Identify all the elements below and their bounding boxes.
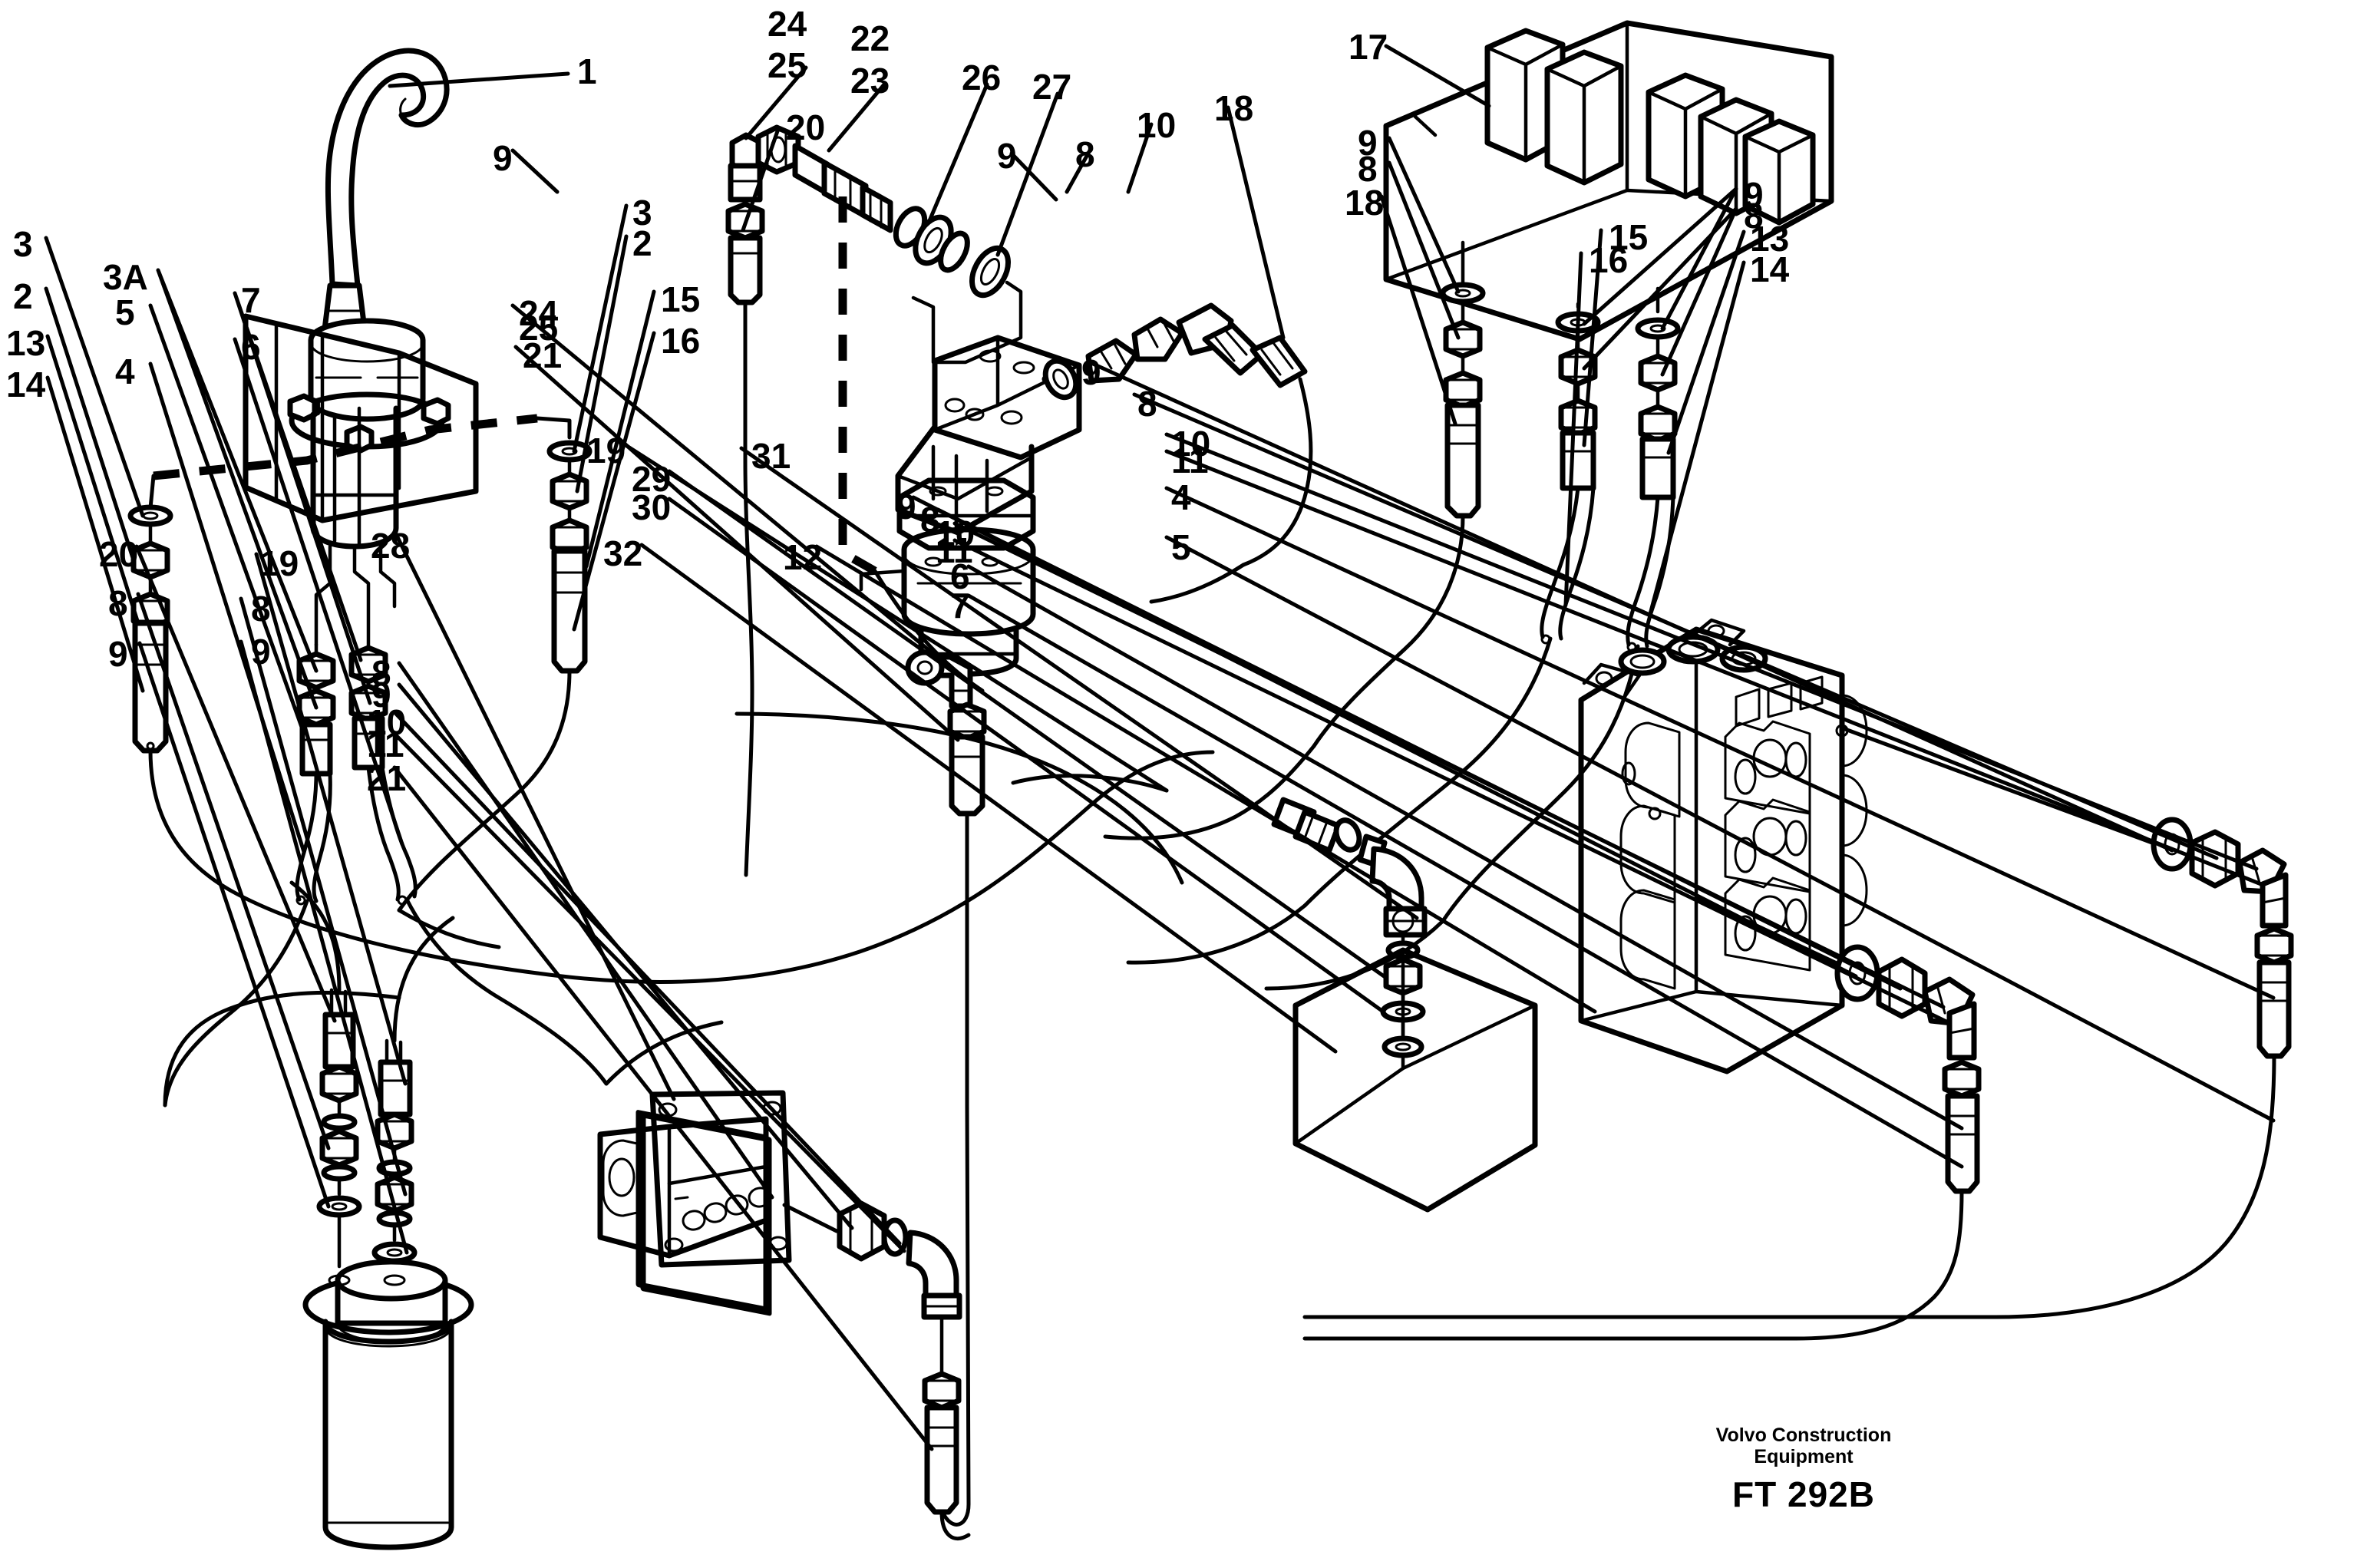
callout-8-filter-left: 8 xyxy=(108,583,128,623)
filter-canister xyxy=(289,880,474,1550)
callout-15-a: 15 xyxy=(1609,217,1649,257)
callout-8-manifold-2: 8 xyxy=(1744,196,1764,236)
callout-5-right: 5 xyxy=(1171,527,1191,567)
callout-10-cv-bottom: 10 xyxy=(936,513,975,553)
callout-9-manifold-1: 9 xyxy=(1358,123,1378,163)
control-lever-assembly xyxy=(243,48,479,649)
control-valve-block xyxy=(1578,618,1868,1074)
callout-15-b: 15 xyxy=(661,279,701,319)
callout-21-solenoid: 21 xyxy=(367,758,407,798)
callout-20-filter: 20 xyxy=(99,534,139,574)
callout-2-left: 2 xyxy=(13,276,33,316)
callout-9-solenoid: 9 xyxy=(371,675,391,715)
callout-9-cv-right: 9 xyxy=(1081,352,1101,392)
callout-8-cv-bottom: 8 xyxy=(920,500,940,540)
callout-9-swivel: 9 xyxy=(997,136,1017,176)
callout-11-solenoid: 11 xyxy=(367,725,404,764)
callout-6-bottom: 6 xyxy=(950,556,970,596)
left-fitting-stack xyxy=(130,474,540,975)
callout-21-a: 21 xyxy=(523,335,563,375)
swivel-joint-assembly xyxy=(859,302,1313,1527)
callout-26: 26 xyxy=(962,58,1002,97)
callout-30: 30 xyxy=(632,487,672,527)
callout-32: 32 xyxy=(603,533,643,573)
callout-16-a: 16 xyxy=(1589,240,1629,280)
dashed-reference-line xyxy=(153,414,538,480)
brand-line-2: Equipment xyxy=(1754,1446,1854,1467)
callout-24-swivel: 24 xyxy=(519,293,559,333)
callout-7-bottom: 7 xyxy=(950,586,970,626)
title-block: Volvo Construction Equipment FT 292B xyxy=(1635,1424,1972,1515)
callout-2-right: 2 xyxy=(632,223,652,263)
callout-8-manifold-1: 8 xyxy=(1358,149,1378,189)
callout-20-upper: 20 xyxy=(786,107,826,147)
callout-18-b: 18 xyxy=(1214,88,1254,128)
drawing-code: FT 292B xyxy=(1732,1474,1875,1514)
callout-25-swivel: 25 xyxy=(519,308,559,348)
callout-8-filter-right: 8 xyxy=(251,589,271,629)
callout-14-a: 14 xyxy=(1750,249,1790,289)
callout-8-swivel: 8 xyxy=(1075,134,1095,174)
callout-31: 31 xyxy=(751,436,791,476)
callout-22: 22 xyxy=(850,18,890,58)
callout-4: 4 xyxy=(115,352,135,391)
callout-6: 6 xyxy=(241,327,261,367)
callout-11-cv-right: 11 xyxy=(1171,441,1209,480)
callout-18-a: 18 xyxy=(1345,183,1385,223)
manifold-port-left xyxy=(1312,240,1483,748)
callout-19-center: 19 xyxy=(586,431,626,470)
callout-10-solenoid: 10 xyxy=(367,702,407,742)
callout-13-b: 13 xyxy=(6,323,46,363)
callout-7: 7 xyxy=(241,280,261,320)
callout-16-b: 16 xyxy=(661,321,701,361)
callout-8-solenoid: 8 xyxy=(371,653,391,693)
callout-29: 29 xyxy=(632,459,672,499)
solenoid-valve xyxy=(597,1090,971,1541)
callout-14-b: 14 xyxy=(6,365,46,404)
manifold-block xyxy=(1383,20,1834,342)
callout-3-right: 3 xyxy=(632,193,652,233)
fitting-stack-3a-5-4 xyxy=(163,642,333,1108)
callout-9-swivel-top: 9 xyxy=(493,138,513,178)
brand-line-1: Volvo Construction xyxy=(1715,1424,1892,1446)
callout-4-right: 4 xyxy=(1171,477,1191,517)
callout-3-left: 3 xyxy=(13,224,33,264)
callout-27: 27 xyxy=(1032,67,1072,107)
callout-9-cv-bottom: 9 xyxy=(896,487,916,527)
callout-9-filter-right: 9 xyxy=(251,632,271,672)
callout-leader-lines xyxy=(44,44,2276,1451)
callout-12: 12 xyxy=(783,537,823,577)
callout-10-swivel: 10 xyxy=(1137,105,1177,145)
callout-25: 25 xyxy=(768,45,807,85)
callout-5: 5 xyxy=(115,292,135,332)
callout-23: 23 xyxy=(850,61,890,101)
callout-17: 17 xyxy=(1349,27,1388,67)
callout-11-cv-bottom: 11 xyxy=(936,530,973,570)
callout-24: 24 xyxy=(768,4,807,44)
callout-8-cv-right: 8 xyxy=(1137,384,1157,424)
dashed-reference-line-2 xyxy=(838,196,877,575)
callout-9-manifold-2: 9 xyxy=(1744,175,1764,215)
control-valve-right-port xyxy=(1302,727,2291,1319)
callout-13-a: 13 xyxy=(1750,219,1790,259)
callout-9-filter-left: 9 xyxy=(108,634,128,674)
callout-28: 28 xyxy=(371,526,411,566)
callout-10-cv-right: 10 xyxy=(1171,424,1211,464)
reservoir-assembly xyxy=(1011,774,1538,1213)
callout-1: 1 xyxy=(577,51,597,91)
upper-fitting-chain xyxy=(728,124,1023,693)
callout-3A: 3A xyxy=(103,257,148,297)
callout-19-filter: 19 xyxy=(259,543,299,583)
